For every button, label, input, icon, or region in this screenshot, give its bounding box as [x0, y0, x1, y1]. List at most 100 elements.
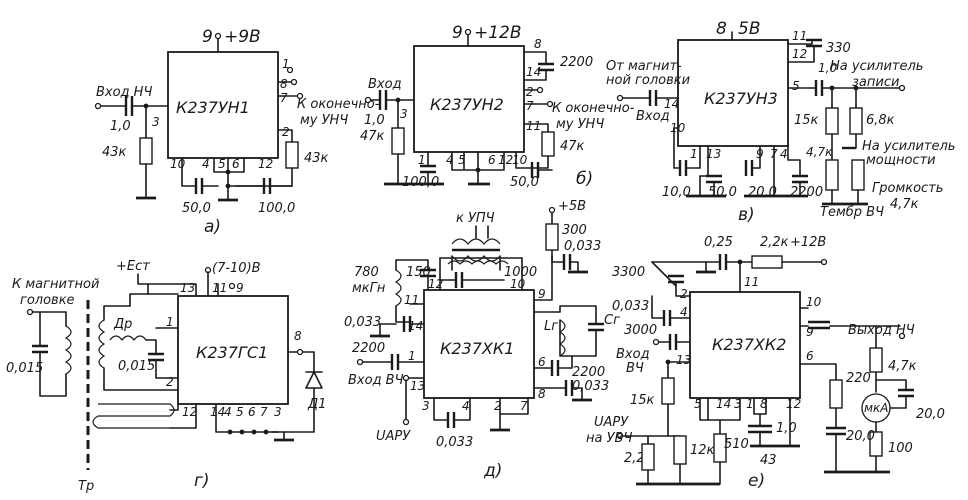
potentiometer: [825, 159, 839, 191]
capacitor-value: 20,0: [748, 185, 777, 200]
chip-label: К237ГС1: [196, 343, 268, 362]
pin-label: 3: [400, 107, 408, 121]
output-label: На усилитель: [862, 139, 955, 154]
pin-label: 4: [780, 147, 788, 161]
pin-label: 1: [408, 349, 416, 363]
circuit-c: К237УН3 8 5В 11 330 12 5 1,0 На усилител…: [606, 19, 955, 225]
input-label: ВЧ: [626, 361, 644, 376]
output-label: му УНЧ: [300, 113, 348, 128]
pin-label: 6: [232, 157, 240, 171]
inductor-value: мкГн: [352, 281, 386, 296]
transformer-label: Тр: [78, 479, 94, 494]
capacitor-value: 2200: [560, 55, 593, 70]
cg-label: Сг: [604, 313, 620, 328]
pin-label: 14: [664, 97, 679, 111]
meter-label: мкА: [864, 401, 889, 415]
resistor-value: 43к: [102, 145, 127, 160]
pin-label: 9: [236, 281, 244, 295]
input-label: К магнитной: [12, 277, 99, 292]
supply-label: +5В: [558, 199, 586, 214]
capacitor-value: 2200: [790, 185, 823, 200]
capacitor-value: 0,015: [6, 361, 43, 376]
pin-label: 6: [538, 355, 546, 369]
capacitor-value: 0,033: [344, 315, 381, 330]
capacitor-value: 0,25: [704, 235, 733, 250]
pin-label: 7: [520, 399, 528, 413]
pin-label: 2: [166, 375, 174, 389]
diode-label: Д1: [307, 397, 326, 412]
input-label: Вход: [636, 109, 670, 124]
pin-label: 9: [452, 23, 463, 43]
resistor: [829, 379, 843, 409]
pin-label: 7: [280, 91, 288, 105]
pin-label: 4: [446, 153, 454, 167]
pin-label: 8: [538, 387, 546, 401]
pin-label: 1: [746, 397, 754, 411]
resistor-value: 47к: [360, 129, 385, 144]
pin-label: 11: [404, 293, 419, 307]
ic-k237un3: [677, 39, 789, 147]
ic-k237un2: [413, 45, 525, 153]
supply-label: +12В: [790, 235, 826, 250]
output-label: Выход НЧ: [848, 323, 915, 338]
choke-label: Др: [113, 317, 132, 332]
resistor: [673, 435, 687, 465]
capacitor-value: 3000: [624, 323, 657, 338]
caption: е): [748, 471, 765, 491]
resistor-value: 2,2к: [760, 235, 789, 250]
pin-label: 8: [716, 19, 727, 39]
pin-label: 7: [526, 99, 534, 113]
pin-label: 1: [690, 147, 698, 161]
input-label: Вход: [616, 347, 650, 362]
ic-k237un1: [167, 51, 279, 159]
capacitor-value: 330: [826, 41, 851, 56]
chip-label: К237УН2: [430, 95, 504, 114]
capacitor-value: 1,0: [364, 113, 385, 128]
resistor-value: 43: [760, 453, 777, 468]
pin-label: 4: [202, 157, 210, 171]
output-label: К оконечно-: [297, 97, 380, 112]
output-label: К оконечно-: [552, 101, 635, 116]
pin-label: 3: [734, 397, 742, 411]
pin-label: 7: [260, 405, 268, 419]
pin-label: 13: [180, 281, 195, 295]
pin-label: 11: [792, 29, 807, 43]
pin-label: 6: [488, 153, 496, 167]
resistor-value: 4,7к: [888, 359, 917, 374]
pin-label: 12: [792, 47, 807, 61]
circuit-f: К237ХК2 0,25 2,2к +12В 11 3300 2 0,033 4…: [586, 235, 945, 491]
resistor-value: 300: [562, 223, 587, 238]
resistor: [849, 107, 863, 135]
ic-k237gs1: [177, 295, 289, 405]
capacitor-value: 0,033: [572, 379, 609, 394]
capacitor-value: 100,0: [402, 175, 439, 190]
resistor: [139, 137, 153, 165]
resistor-value: 6,8к: [866, 113, 895, 128]
capacitor-value: 1,0: [818, 61, 837, 75]
pin-label: 14: [716, 397, 731, 411]
capacitor-value: 1000: [504, 265, 537, 280]
chip-label: К237УН3: [704, 89, 778, 108]
inductor-value: 780: [354, 265, 379, 280]
pin-label: 3: [274, 405, 282, 419]
capacitor-value: 0,033: [612, 299, 649, 314]
pin-label: 13: [410, 379, 425, 393]
supply-label: 5В: [738, 19, 760, 39]
output-label: мощности: [866, 153, 936, 168]
supply-label: +9В: [224, 27, 261, 47]
resistor-value: 15к: [630, 393, 655, 408]
caption: в): [738, 205, 755, 225]
tone-label: Тембр ВЧ: [820, 205, 884, 220]
caption: д): [483, 461, 502, 481]
pin-label: 8: [280, 77, 288, 91]
circuit-b: К237УН2 9 +12В 8 2200 14 2 7 К оконечно-…: [360, 23, 635, 190]
pin-label: 6: [248, 405, 256, 419]
resistor: [285, 141, 299, 169]
caption: б): [576, 169, 593, 189]
ic-k237xk2: [689, 291, 801, 399]
pin-label: 2: [282, 125, 290, 139]
pin-label: 10: [512, 153, 528, 167]
capacitor-value: 50,0: [708, 185, 737, 200]
pin-label: 3: [152, 115, 160, 129]
capacitor-value: 0,033: [564, 239, 601, 254]
